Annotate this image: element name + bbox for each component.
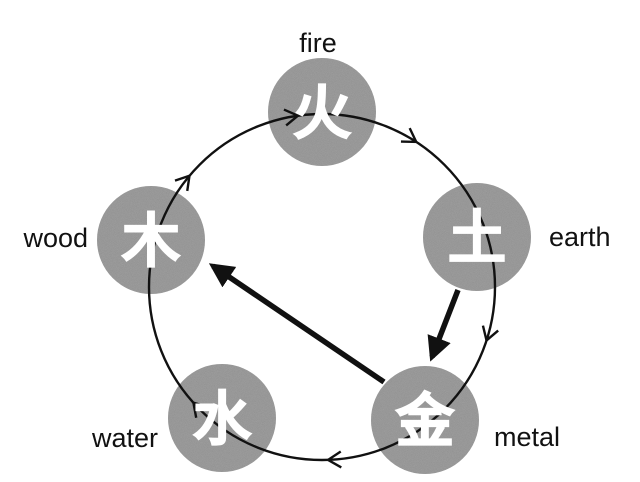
cycle-arrowhead-1: [400, 127, 419, 144]
cycle-arrowhead-2: [481, 325, 499, 343]
cycle-arrowhead-6: [283, 108, 301, 127]
generating-cycle-ring: [147, 112, 497, 462]
cycle-arrowhead-4: [191, 401, 209, 418]
metal-disc: [371, 366, 479, 474]
fire-label: fire: [299, 28, 337, 58]
metal-label: metal: [494, 422, 560, 452]
wood-label: wood: [22, 223, 88, 253]
control-arrow-earth-to-metal: [427, 289, 461, 362]
control-arrow-metal-to-wood: [208, 263, 386, 385]
wood-disc: [97, 186, 205, 294]
earth-disc: [423, 183, 531, 291]
cycle-arrowhead-5: [174, 174, 191, 192]
cycle-arrowheads: [174, 108, 499, 469]
water-glyph: 水: [193, 385, 252, 453]
earth-label: earth: [549, 222, 611, 252]
cycle-arrowhead-3: [325, 450, 342, 469]
water-label: water: [91, 423, 158, 453]
element-glyphs: 火土金 水 木: [121, 78, 507, 456]
wood-glyph: 木: [122, 207, 180, 275]
fire-glyph: 火: [293, 79, 351, 147]
control-arrows: [208, 263, 461, 385]
element-labels: fire earth metal water wood: [22, 28, 610, 453]
earth-glyph: 土: [448, 204, 506, 272]
metal-glyph: 金: [396, 387, 455, 455]
element-discs: [97, 58, 531, 474]
fire-disc: [268, 58, 376, 166]
watermark-text: 头条 @悦读中医: [518, 452, 628, 470]
